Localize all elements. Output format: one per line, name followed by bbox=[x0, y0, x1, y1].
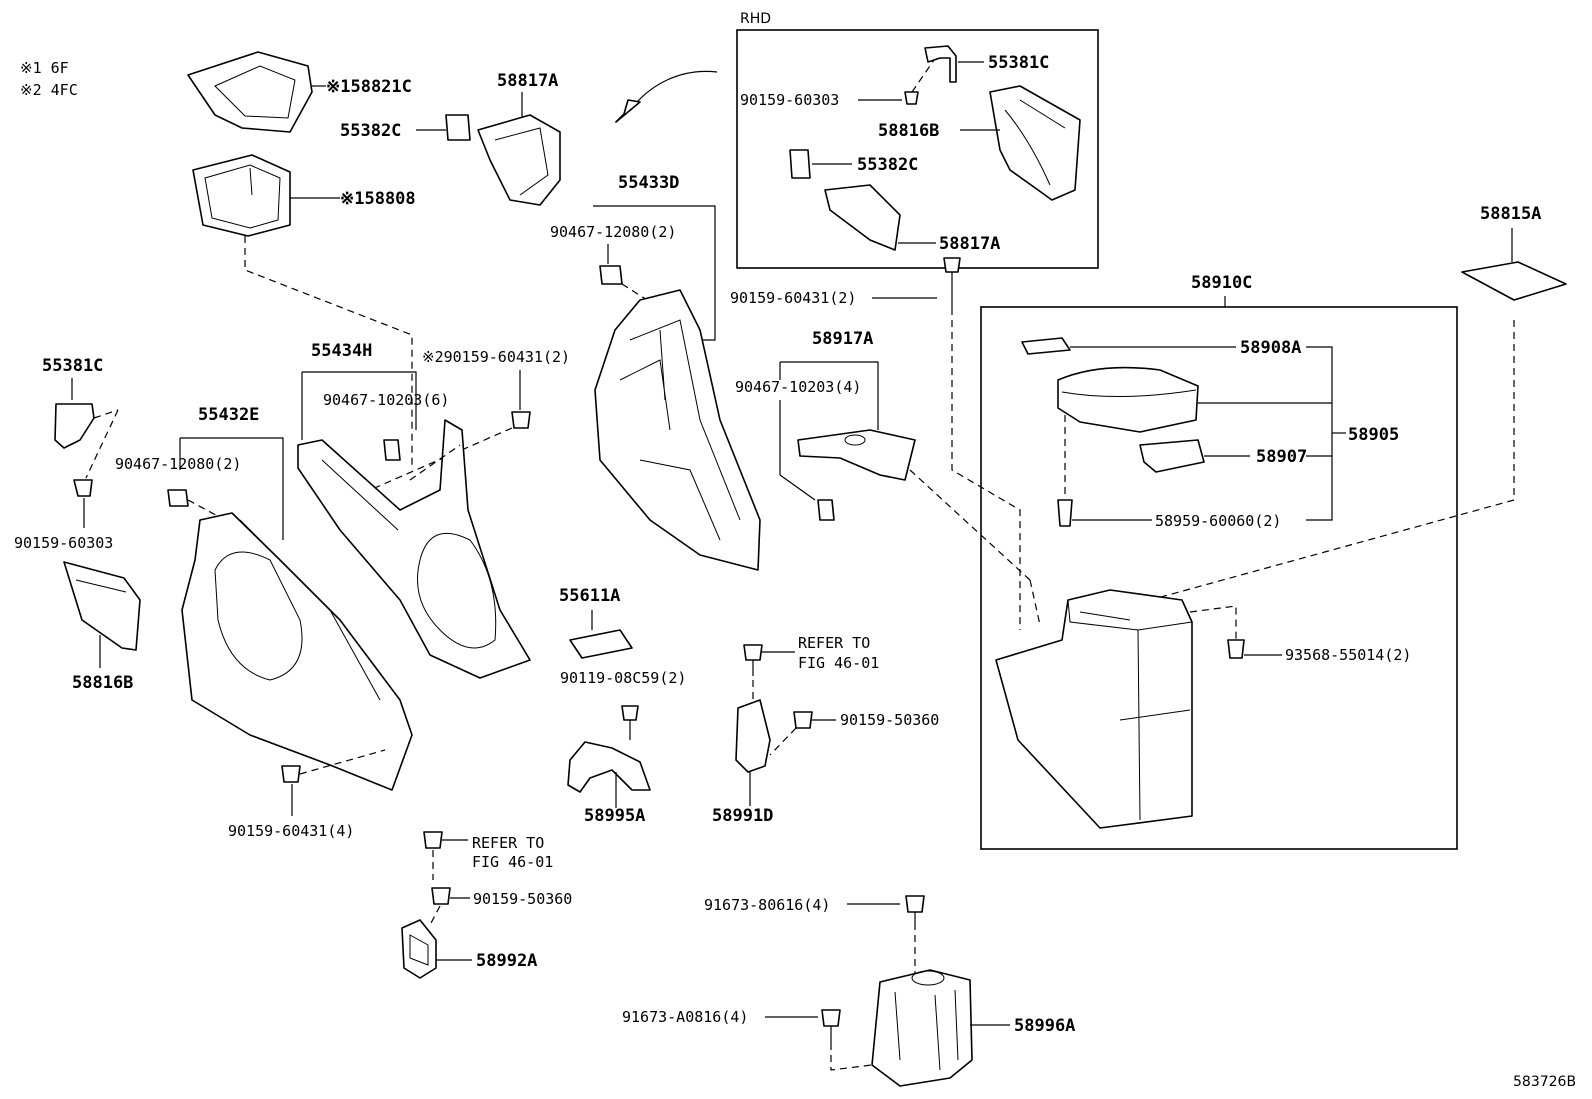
label-90159-50360-mid: 90159-50360 bbox=[840, 711, 939, 729]
part-58905-lid bbox=[1057, 366, 1199, 433]
screw-90119-08c59 bbox=[621, 705, 639, 721]
label-refer-mid-2: FIG 46-01 bbox=[798, 654, 879, 672]
label-90159-60303-rhd: 90159-60303 bbox=[740, 91, 839, 109]
label-58907: 58907 bbox=[1256, 447, 1307, 467]
label-55433d: 55433D bbox=[618, 173, 679, 193]
label-55381c-rhd: 55381C bbox=[988, 53, 1049, 73]
part-158808-boot bbox=[192, 154, 291, 237]
screw-refer-mid bbox=[743, 644, 763, 661]
label-58959-60060: 58959-60060(2) bbox=[1155, 512, 1281, 530]
label-refer-low-1: REFER TO bbox=[472, 834, 544, 852]
58910c-group-box bbox=[980, 306, 1458, 850]
rhd-inset-box bbox=[736, 29, 1099, 269]
screw-93568-55014 bbox=[1227, 639, 1245, 659]
part-58817a-top bbox=[477, 114, 561, 206]
screw-90159-60303-left bbox=[73, 479, 93, 497]
label-90119-08c59: 90119-08C59(2) bbox=[560, 669, 686, 687]
clip-90467-10203-6 bbox=[383, 439, 401, 461]
screw-90159-60303-rhd bbox=[904, 91, 919, 105]
screw-58959-60060 bbox=[1057, 499, 1073, 527]
label-90159-60431-2: 90159-60431(2) bbox=[730, 289, 856, 307]
label-58908a: 58908A bbox=[1240, 338, 1301, 358]
label-58992a: 58992A bbox=[476, 951, 537, 971]
label-58910c: 58910C bbox=[1191, 273, 1252, 293]
part-55381c-left bbox=[54, 403, 95, 449]
part-58992a-bracket bbox=[401, 919, 437, 979]
label-58996a: 58996A bbox=[1014, 1016, 1075, 1036]
legend-item-1: ※1 6F bbox=[20, 59, 69, 77]
part-58995a-bracket bbox=[567, 741, 651, 793]
part-55611a-cover bbox=[569, 629, 633, 659]
screw-91673-80616 bbox=[905, 895, 925, 913]
screw-90159-50360-low bbox=[431, 887, 451, 905]
part-55382c-left bbox=[445, 114, 471, 141]
label-2-90159-60431: ※290159-60431(2) bbox=[422, 348, 570, 366]
part-58816b-left bbox=[63, 561, 141, 651]
figure-id: 583726B bbox=[1513, 1074, 1576, 1090]
label-55434h: 55434H bbox=[311, 341, 372, 361]
label-90159-50360-low: 90159-50360 bbox=[473, 890, 572, 908]
label-93568-55014: 93568-55014(2) bbox=[1285, 646, 1411, 664]
part-58907-latch bbox=[1139, 439, 1205, 473]
part-58991d-bracket bbox=[735, 699, 771, 773]
label-91673-a0816: 91673-A0816(4) bbox=[622, 1008, 748, 1026]
label-58991d: 58991D bbox=[712, 806, 773, 826]
part-58815a-pad bbox=[1461, 261, 1567, 301]
label-91673-80616: 91673-80616(4) bbox=[704, 896, 830, 914]
screw-2-90159-60431 bbox=[511, 411, 531, 429]
rhd-arrow-shaft bbox=[631, 70, 718, 109]
part-58917a-bracket bbox=[797, 429, 916, 481]
label-90467-12080-left: 90467-12080(2) bbox=[115, 455, 241, 473]
part-55434h-panel bbox=[297, 419, 531, 679]
part-55381c-rhd bbox=[924, 45, 957, 83]
legend-item-2: ※2 4FC bbox=[20, 81, 78, 99]
label-refer-low-2: FIG 46-01 bbox=[472, 853, 553, 871]
label-58815a: 58815A bbox=[1480, 204, 1541, 224]
label-90467-10203-4: 90467-10203(4) bbox=[735, 378, 861, 396]
label-58816b-rhd: 58816B bbox=[878, 121, 939, 141]
rhd-arrow-head bbox=[615, 99, 641, 123]
screw-refer-low bbox=[423, 831, 443, 849]
screw-90159-50360-mid bbox=[793, 711, 813, 729]
label-55611a: 55611A bbox=[559, 586, 620, 606]
label-58917a: 58917A bbox=[812, 329, 873, 349]
part-58908a-hinge bbox=[1021, 337, 1071, 355]
label-90159-60303-left: 90159-60303 bbox=[14, 534, 113, 552]
part-58816b-rhd bbox=[989, 85, 1081, 201]
part-58817a-rhd bbox=[824, 184, 901, 251]
part-58910c-console bbox=[995, 589, 1193, 829]
label-refer-mid-1: REFER TO bbox=[798, 634, 870, 652]
label-55382c-rhd: 55382C bbox=[857, 155, 918, 175]
screw-91673-a0816 bbox=[821, 1009, 841, 1027]
label-90467-12080-right: 90467-12080(2) bbox=[550, 223, 676, 241]
part-158821c-bezel bbox=[187, 51, 313, 133]
label-58905: 58905 bbox=[1348, 425, 1399, 445]
clip-90467-12080-right bbox=[599, 265, 623, 285]
label-55382c-left: 55382C bbox=[340, 121, 401, 141]
label-55432e: 55432E bbox=[198, 405, 259, 425]
clip-90467-10203-4 bbox=[817, 499, 835, 521]
screw-90159-60431-2 bbox=[943, 257, 961, 273]
clip-90467-12080-left bbox=[167, 489, 189, 507]
label-58817a-top: 58817A bbox=[497, 71, 558, 91]
label-58816b-left: 58816B bbox=[72, 673, 133, 693]
label-90467-10203-6: 90467-10203(6) bbox=[323, 391, 449, 409]
label-58817a-rhd: 58817A bbox=[939, 234, 1000, 254]
screw-90159-60431-4 bbox=[281, 765, 301, 783]
label-90159-60431-4: 90159-60431(4) bbox=[228, 822, 354, 840]
label-58995a: 58995A bbox=[584, 806, 645, 826]
part-55433d-panel bbox=[594, 289, 761, 571]
part-55382c-rhd bbox=[789, 149, 811, 179]
rhd-label: RHD bbox=[740, 11, 771, 27]
label-158808: ※158808 bbox=[340, 189, 416, 209]
label-158821c: ※158821C bbox=[326, 77, 412, 97]
label-55381c-left: 55381C bbox=[42, 356, 103, 376]
